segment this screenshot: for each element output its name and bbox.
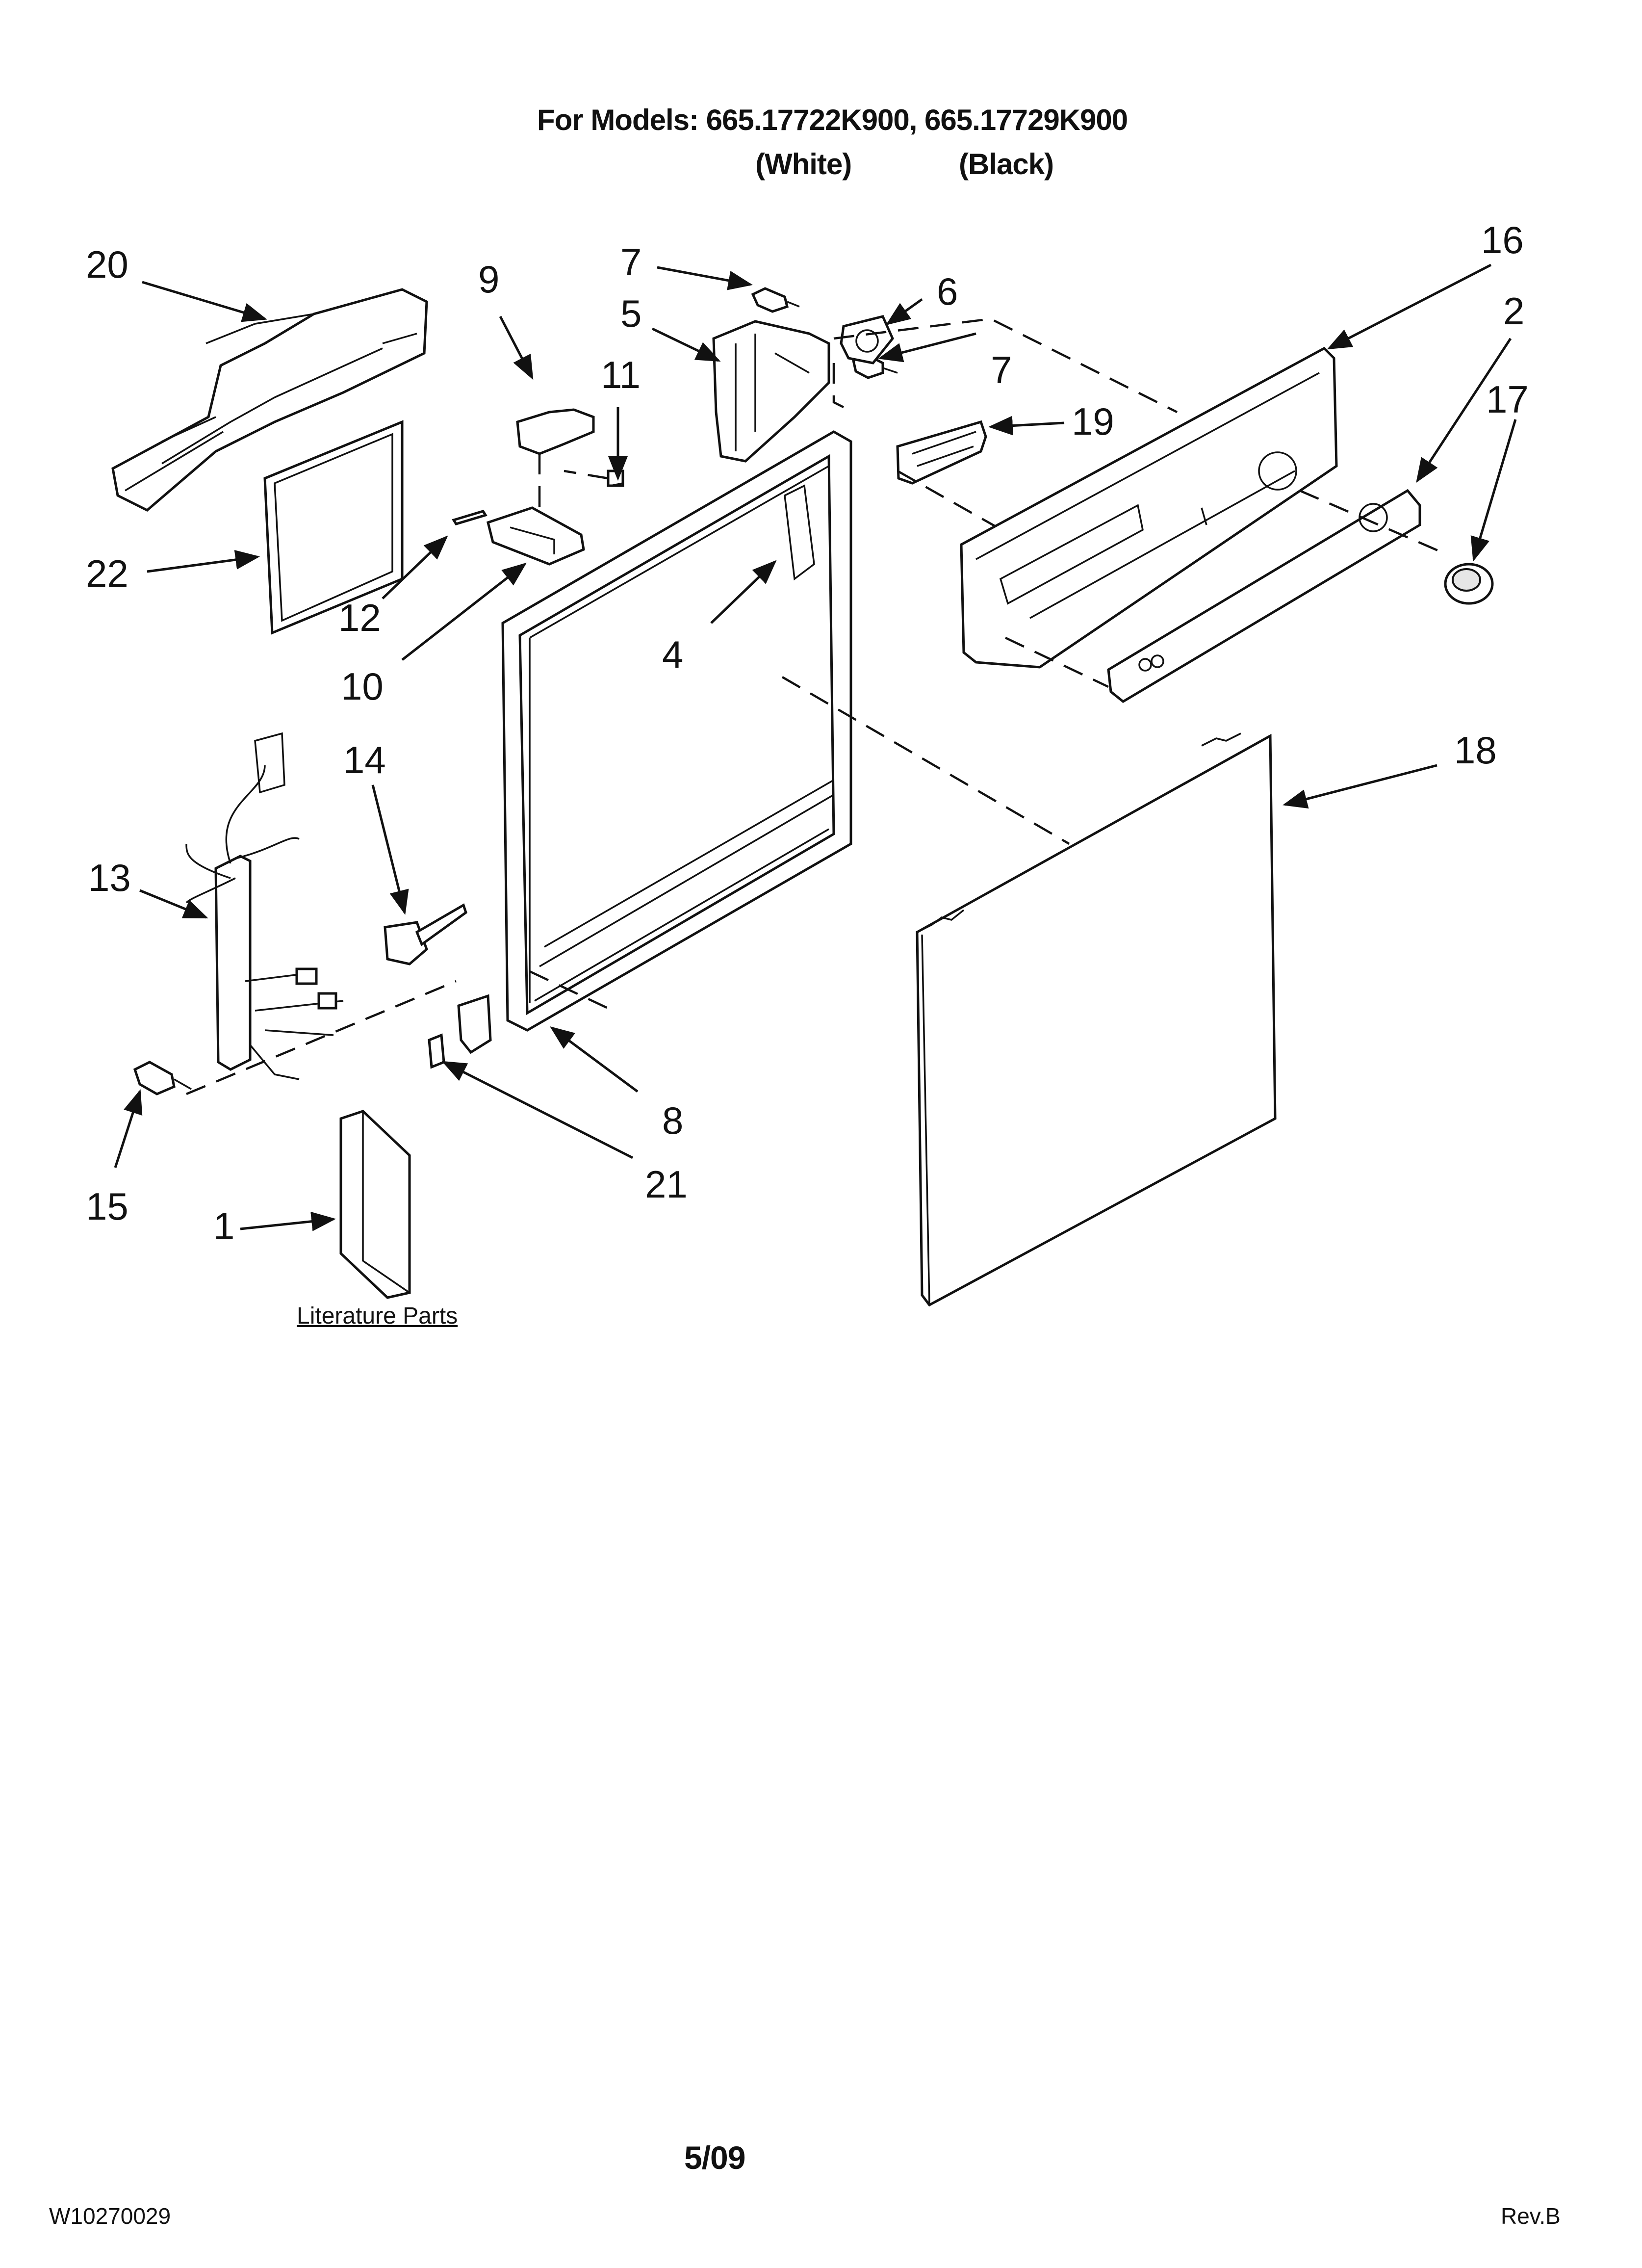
part-15-screw — [133, 1061, 192, 1095]
callout-4: 4 — [662, 633, 684, 676]
callout-9: 9 — [478, 258, 500, 301]
document-number: W10270029 — [49, 2203, 171, 2229]
callout-7-upper: 7 — [620, 240, 642, 284]
literature-parts-label: Literature Parts — [297, 1303, 458, 1329]
callout-2: 2 — [1503, 289, 1525, 333]
part-10-bracket — [487, 506, 585, 566]
callout-20: 20 — [86, 243, 128, 286]
callout-7-lower: 7 — [991, 348, 1012, 391]
callout-1: 1 — [213, 1204, 235, 1248]
black-variant-label: (Black) — [959, 148, 1054, 181]
part-2-overlay — [1107, 489, 1421, 704]
callout-10: 10 — [341, 665, 384, 708]
part-21-clip — [428, 1033, 445, 1069]
callout-21: 21 — [645, 1163, 688, 1206]
part-18-door-panel — [916, 732, 1277, 1307]
part-11-clip — [610, 482, 623, 487]
revision-label: Rev.B — [1501, 2203, 1561, 2229]
callout-14: 14 — [343, 738, 386, 782]
callout-17: 17 — [1486, 378, 1529, 421]
callout-11: 11 — [601, 353, 641, 396]
callout-5: 5 — [620, 292, 642, 335]
part-1-literature — [339, 1110, 411, 1299]
callout-15: 15 — [86, 1185, 128, 1228]
white-variant-label: (White) — [755, 148, 852, 181]
callout-19: 19 — [1072, 400, 1114, 443]
part-8-bracket — [457, 994, 492, 1054]
callout-13: 13 — [88, 856, 131, 899]
part-19-control — [896, 420, 987, 485]
callout-12: 12 — [338, 596, 381, 639]
callout-16: 16 — [1481, 218, 1524, 261]
part-7-screw-upper — [751, 287, 800, 313]
revision-date: 5/09 — [684, 2139, 745, 2176]
callout-22: 22 — [86, 552, 128, 595]
part-22-panel — [263, 420, 404, 635]
callout-6: 6 — [937, 270, 958, 313]
part-13-wire-harness — [185, 732, 344, 1080]
part-5-latch — [712, 320, 830, 463]
part-20-upper-housing — [111, 288, 428, 512]
part-14-sensor — [384, 903, 467, 965]
part-12-strip — [452, 510, 487, 525]
part-17-knob — [1444, 563, 1494, 605]
part-16-console — [960, 346, 1338, 669]
callout-18: 18 — [1454, 729, 1497, 772]
part-9-switch — [516, 408, 624, 520]
models-title: For Models: 665.17722K900, 665.17729K900 — [537, 104, 1128, 136]
callout-8: 8 — [662, 1099, 684, 1142]
